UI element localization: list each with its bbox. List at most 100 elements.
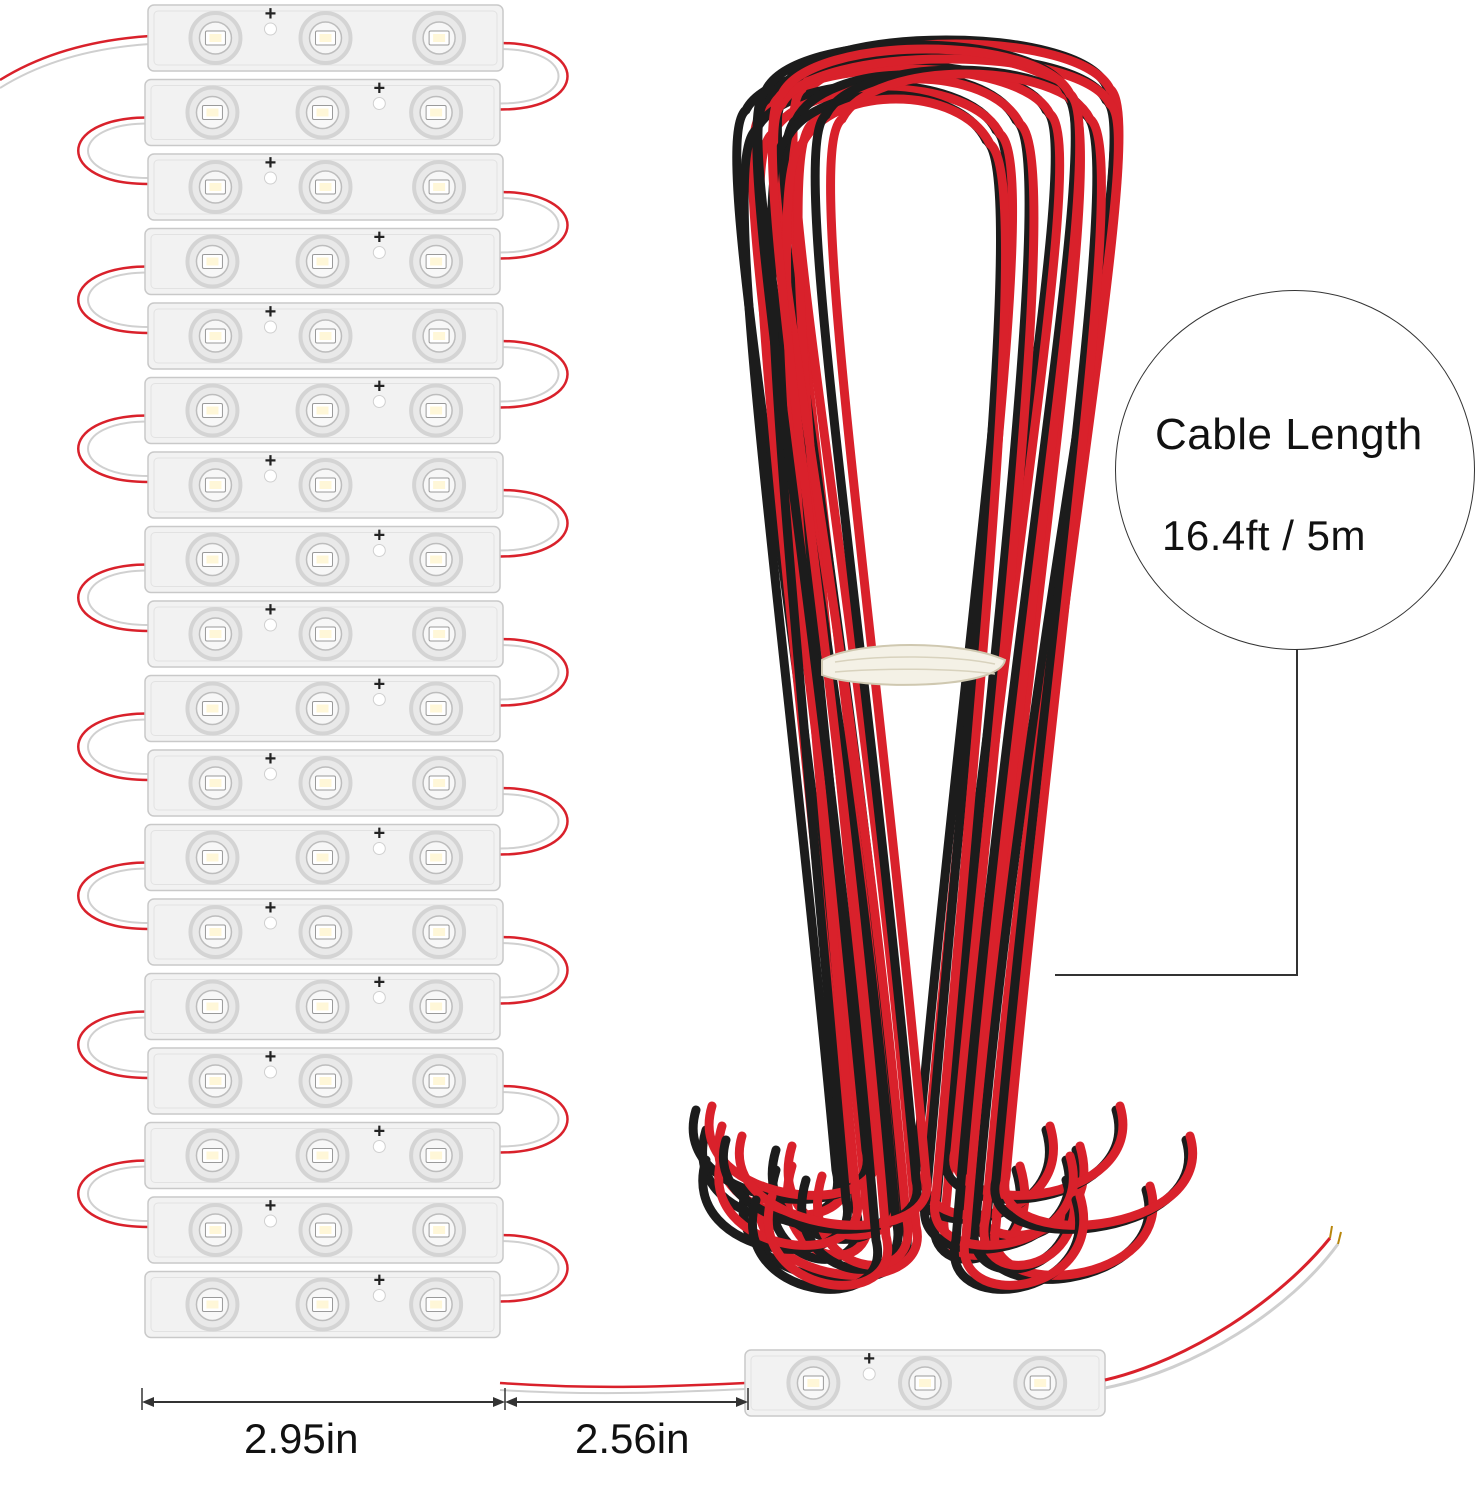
led-chip	[298, 11, 353, 65]
led-chip	[295, 234, 350, 289]
led-chip	[185, 234, 240, 289]
led-module: +	[144, 227, 501, 296]
led-chip	[185, 830, 240, 885]
led-chip	[298, 1203, 353, 1257]
led-module: +	[144, 972, 501, 1041]
input-lead-wire	[0, 34, 151, 82]
led-module: +	[144, 78, 501, 147]
led-chip	[188, 11, 243, 65]
led-chip	[295, 383, 350, 438]
led-module: +	[144, 1270, 501, 1339]
led-chip	[412, 607, 467, 661]
polarity-plus-mark: +	[265, 599, 277, 621]
polarity-plus-mark: +	[265, 897, 277, 919]
callout-leader-line	[1055, 645, 1298, 976]
led-chip	[185, 1128, 240, 1183]
cable-strand-red	[769, 54, 1123, 1270]
output-lead-wire	[1104, 1237, 1332, 1382]
led-module: +	[147, 897, 504, 966]
callout-value: 16.4ft / 5m	[1162, 512, 1366, 559]
led-chip	[412, 160, 467, 214]
led-chip	[188, 160, 243, 214]
led-chip	[185, 383, 240, 438]
polarity-plus-mark: +	[373, 1121, 385, 1143]
led-module: +	[144, 823, 501, 892]
led-chip	[185, 681, 240, 736]
polarity-plus-mark: +	[265, 301, 277, 323]
led-chip	[188, 607, 243, 661]
led-chip	[409, 1128, 464, 1183]
led-chip	[409, 1277, 464, 1332]
led-chip	[295, 830, 350, 885]
led-chip	[412, 756, 467, 810]
polarity-plus-mark: +	[265, 1195, 277, 1217]
polarity-plus-mark: +	[863, 1348, 875, 1370]
cable-coil	[688, 35, 1198, 1294]
led-chip	[185, 532, 240, 587]
led-chip	[409, 830, 464, 885]
module-connecting-wires	[0, 34, 571, 1305]
module-spacing-label: 2.56in	[575, 1415, 690, 1462]
led-chip	[295, 85, 350, 140]
cable-strand-red	[734, 69, 1198, 1230]
led-chip	[786, 1356, 841, 1410]
led-module: +	[147, 599, 504, 668]
led-chip	[412, 905, 467, 959]
led-chip	[409, 383, 464, 438]
polarity-plus-mark: +	[373, 78, 385, 100]
led-chip	[188, 309, 243, 363]
led-chip	[412, 1054, 467, 1108]
led-module: +	[147, 450, 504, 519]
polarity-plus-mark: +	[265, 152, 277, 174]
led-chip	[188, 1054, 243, 1108]
polarity-plus-mark: +	[265, 3, 277, 25]
cable-strand-red	[747, 64, 1065, 1260]
led-module: +	[147, 748, 504, 817]
polarity-plus-mark: +	[373, 376, 385, 398]
led-chip	[188, 1203, 243, 1257]
led-chip	[185, 979, 240, 1034]
led-chip	[409, 234, 464, 289]
cable-strand-red	[764, 44, 1088, 1290]
led-chip	[1013, 1356, 1068, 1410]
led-chip	[298, 1054, 353, 1108]
led-module: +	[144, 674, 501, 743]
led-chip	[295, 1277, 350, 1332]
cable-tie	[821, 644, 1007, 686]
led-chip	[298, 607, 353, 661]
led-chip	[188, 458, 243, 512]
led-module: +	[147, 152, 504, 221]
led-chip	[898, 1356, 952, 1410]
led-chip	[295, 1128, 350, 1183]
led-chip	[412, 1203, 467, 1257]
led-module: +	[147, 1195, 504, 1264]
polarity-plus-mark: +	[265, 748, 277, 770]
led-chip	[185, 85, 240, 140]
led-module: +	[147, 3, 504, 72]
led-chip	[412, 309, 467, 363]
led-chip	[188, 905, 243, 959]
led-module: +	[144, 376, 501, 445]
led-chip	[409, 979, 464, 1034]
cable-length-callout	[1115, 290, 1475, 650]
callout-title: Cable Length	[1155, 410, 1423, 459]
bridge-wire	[499, 1381, 746, 1389]
led-chip	[298, 756, 353, 810]
polarity-plus-mark: +	[373, 674, 385, 696]
led-chip	[409, 85, 464, 140]
led-chip	[409, 532, 464, 587]
cable-strand-red	[714, 94, 1078, 1250]
led-chip	[298, 309, 353, 363]
led-chip	[412, 11, 467, 65]
led-chip	[188, 756, 243, 810]
led-chip	[298, 160, 353, 214]
led-chip	[295, 681, 350, 736]
led-chip	[295, 532, 350, 587]
led-module-stack: ++++++++++++++++++	[144, 3, 504, 1339]
module-length-label: 2.95in	[244, 1415, 359, 1462]
led-chip	[409, 681, 464, 736]
polarity-plus-mark: +	[373, 823, 385, 845]
led-module: +	[147, 1046, 504, 1115]
polarity-plus-mark: +	[373, 1270, 385, 1292]
led-chip	[412, 458, 467, 512]
